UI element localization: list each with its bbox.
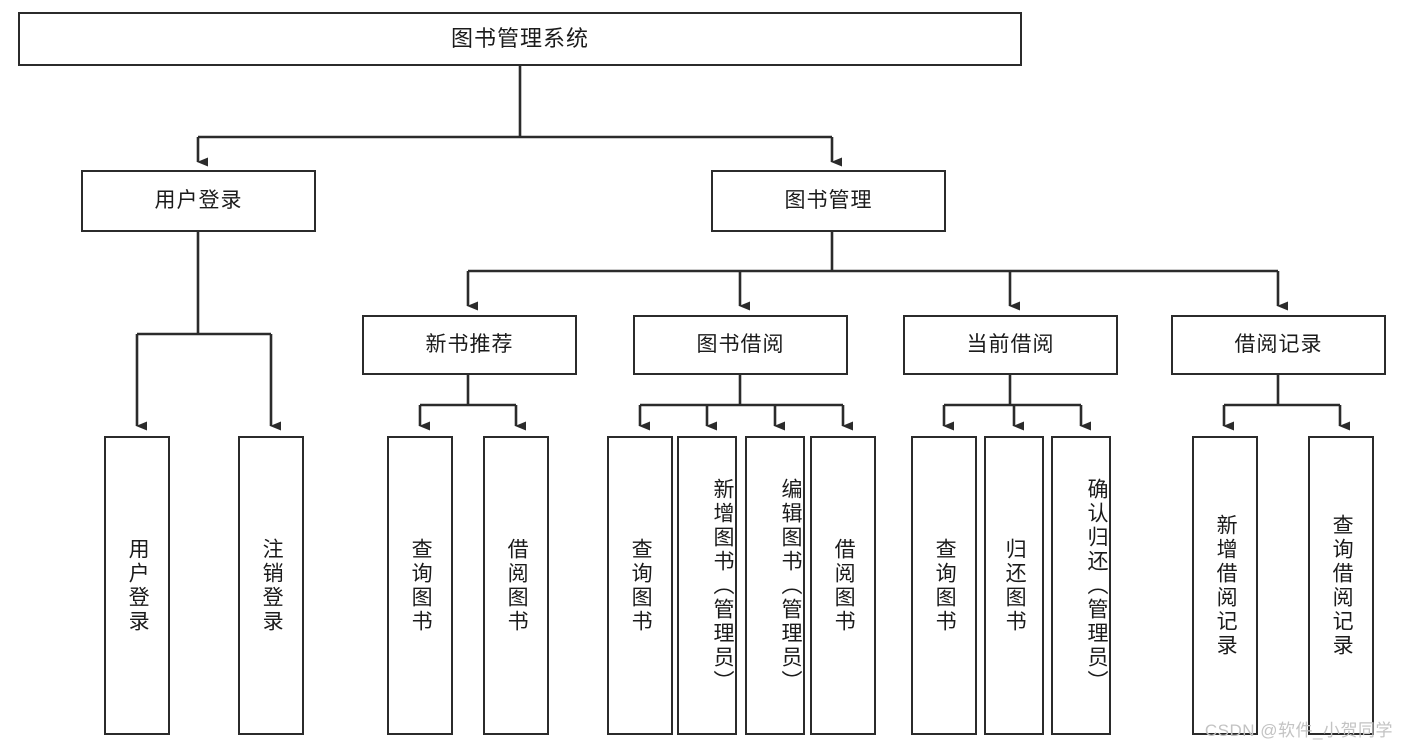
- node-label: 新增借阅记录: [1214, 513, 1238, 658]
- node-label: 用户登录: [126, 537, 150, 634]
- leaf-user-login-logout[interactable]: 注销登录: [238, 436, 304, 735]
- leaf-recommend-borrow-book[interactable]: 借阅图书: [483, 436, 549, 735]
- leaf-current-query-book[interactable]: 查询图书: [911, 436, 977, 735]
- node-book-management[interactable]: 图书管理: [711, 170, 946, 232]
- leaf-record-query-record[interactable]: 查询借阅记录: [1308, 436, 1374, 735]
- leaf-borrow-query-book[interactable]: 查询图书: [607, 436, 673, 735]
- leaf-borrow-add-book-admin[interactable]: 新增图书（管理员）: [677, 436, 737, 735]
- node-label: 编辑图书（管理员）: [779, 477, 802, 694]
- node-label: 新增图书（管理员）: [711, 477, 734, 694]
- node-label: 图书借阅: [696, 333, 785, 357]
- leaf-borrow-borrow-book[interactable]: 借阅图书: [810, 436, 876, 735]
- node-label: 确认归还（管理员）: [1085, 477, 1108, 694]
- node-label: 注销登录: [260, 537, 284, 634]
- leaf-recommend-query-book[interactable]: 查询图书: [387, 436, 453, 735]
- node-label: 查询图书: [629, 537, 653, 634]
- node-label: 当前借阅: [966, 333, 1055, 357]
- node-current-borrow[interactable]: 当前借阅: [903, 315, 1118, 375]
- node-user-login[interactable]: 用户登录: [81, 170, 316, 232]
- node-label: 新书推荐: [425, 333, 514, 357]
- leaf-current-return-book[interactable]: 归还图书: [984, 436, 1044, 735]
- node-label: 查询借阅记录: [1330, 513, 1354, 658]
- node-label: 图书管理: [784, 189, 873, 213]
- node-label: 归还图书: [1003, 537, 1027, 634]
- node-root-system[interactable]: 图书管理系统: [18, 12, 1022, 66]
- node-label: 查询图书: [933, 537, 957, 634]
- node-label: 借阅记录: [1234, 333, 1323, 357]
- watermark: CSDN @软件_小贺同学: [1204, 721, 1393, 740]
- leaf-user-login-login[interactable]: 用户登录: [104, 436, 170, 735]
- node-borrow-record[interactable]: 借阅记录: [1171, 315, 1386, 375]
- node-label: 图书管理系统: [450, 25, 589, 51]
- leaf-record-add-record[interactable]: 新增借阅记录: [1192, 436, 1258, 735]
- node-label: 借阅图书: [505, 537, 529, 634]
- node-new-book-recommend[interactable]: 新书推荐: [362, 315, 577, 375]
- node-label: 查询图书: [409, 537, 433, 634]
- node-label: 借阅图书: [832, 537, 856, 634]
- node-book-borrow[interactable]: 图书借阅: [633, 315, 848, 375]
- leaf-borrow-edit-book-admin[interactable]: 编辑图书（管理员）: [745, 436, 805, 735]
- node-label: 用户登录: [154, 189, 243, 213]
- leaf-current-confirm-return-admin[interactable]: 确认归还（管理员）: [1051, 436, 1111, 735]
